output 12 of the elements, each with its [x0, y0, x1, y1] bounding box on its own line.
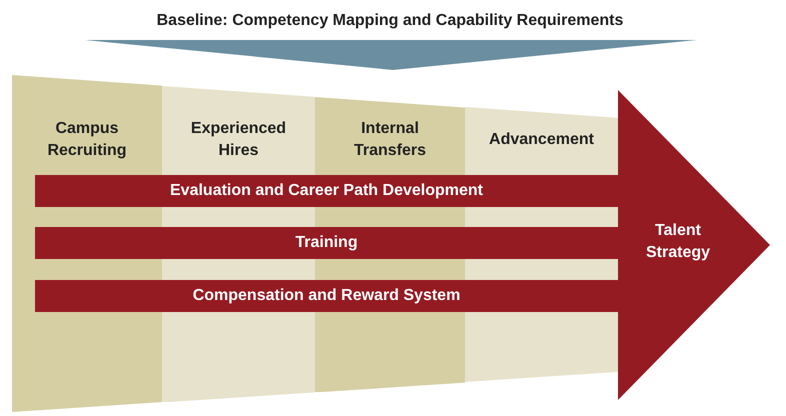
stage-label: Campus Recruiting: [46, 119, 128, 161]
stage-label: Advancement: [488, 130, 595, 150]
arrowhead-label: Talent Strategy: [644, 221, 712, 263]
bar-label: Evaluation and Career Path Development: [169, 181, 484, 201]
banner-heading: Baseline: Competency Mapping and Capability Requirements: [156, 11, 624, 31]
program-bar: [35, 280, 618, 312]
program-bar: [35, 227, 618, 259]
bar-label: Training: [294, 233, 359, 253]
bar-label: Compensation and Reward System: [192, 286, 462, 306]
stage-label: Experienced Hires: [190, 118, 288, 161]
stage-label: Internal Transfers: [352, 119, 428, 161]
program-bar: [35, 175, 618, 207]
